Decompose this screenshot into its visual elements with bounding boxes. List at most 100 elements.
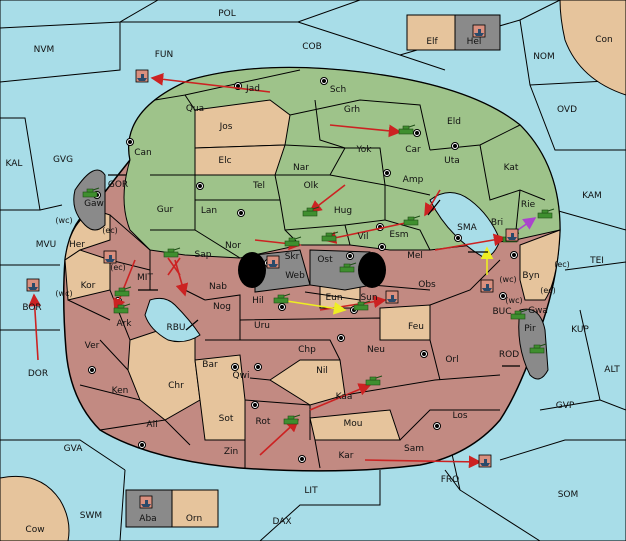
fleet-unit-icon[interactable] xyxy=(103,250,117,264)
fleet-unit-icon[interactable] xyxy=(385,290,399,304)
region-label-sap: Sap xyxy=(195,250,212,260)
fleet-unit-icon[interactable] xyxy=(505,228,519,242)
army-unit-icon[interactable] xyxy=(537,208,555,219)
supply-center-dot xyxy=(322,79,326,83)
supply-center-dot xyxy=(280,305,284,309)
fleet-unit-icon[interactable] xyxy=(472,24,486,38)
coast-marker: (ec) xyxy=(554,260,570,269)
region-label-rot: Rot xyxy=(256,417,271,427)
region-label-uta: Uta xyxy=(444,156,460,166)
region-label-los: Los xyxy=(452,411,467,421)
army-unit-icon[interactable] xyxy=(82,187,100,198)
region-label-cob: COB xyxy=(302,42,322,52)
fleet-unit-icon[interactable] xyxy=(135,69,149,83)
supply-center-dot xyxy=(348,254,352,258)
island-con xyxy=(559,0,626,96)
supply-center-dot xyxy=(256,365,260,369)
army-unit-icon[interactable] xyxy=(510,309,528,320)
region-label-gaw: Gaw xyxy=(84,199,104,209)
fleet-unit-icon[interactable] xyxy=(26,278,40,292)
supply-center-dot xyxy=(501,294,505,298)
region-label-nvm: NVM xyxy=(34,45,55,55)
region-label-elc: Elc xyxy=(218,156,231,166)
region-label-her: Her xyxy=(69,240,85,250)
region-label-hug: Hug xyxy=(334,206,352,216)
fleet-unit-icon[interactable] xyxy=(266,255,280,269)
army-unit-icon[interactable] xyxy=(365,375,383,386)
supply-center-dot xyxy=(140,443,144,447)
region-label-eld: Eld xyxy=(447,117,461,127)
army-unit-icon[interactable] xyxy=(398,124,416,135)
region-label-mvu: MVU xyxy=(36,240,57,250)
region-label-alt: ALT xyxy=(604,365,620,375)
supply-center-dot xyxy=(435,424,439,428)
region-label-gva: GVA xyxy=(64,444,84,454)
region-label-hel: Hel xyxy=(467,37,482,47)
region-label-yok: Yok xyxy=(355,145,372,155)
region-label-olk: Olk xyxy=(304,181,320,191)
region-label-pir: Pir xyxy=(524,324,536,334)
region-label-chp: Chp xyxy=(298,345,316,355)
region-label-elf: Elf xyxy=(426,37,438,47)
region-label-swm: SWM xyxy=(80,511,102,521)
supply-center-dot xyxy=(90,368,94,372)
supply-center-dot xyxy=(380,245,384,249)
coast-marker: (wc) xyxy=(505,296,522,305)
army-unit-icon[interactable] xyxy=(353,300,371,311)
coast-marker: (wc) xyxy=(499,275,516,284)
fleet-unit-icon[interactable] xyxy=(139,495,153,509)
region-label-kaa: Kaa xyxy=(336,392,353,402)
fleet-unit-icon[interactable] xyxy=(478,454,492,468)
coast-marker: (ec) xyxy=(102,226,118,235)
region-label-eun: Eun xyxy=(325,293,342,303)
army-unit-icon[interactable] xyxy=(114,286,132,297)
coast-marker: (ec) xyxy=(110,263,126,272)
army-unit-icon[interactable] xyxy=(529,343,547,354)
region-label-obs: Obs xyxy=(418,280,436,290)
army-unit-icon[interactable] xyxy=(283,414,301,425)
island-cow xyxy=(0,475,70,541)
supply-center-dot xyxy=(253,403,257,407)
region-label-tel: Tel xyxy=(252,181,265,191)
region-label-lan: Lan xyxy=(201,206,217,216)
region-label-orl: Orl xyxy=(445,355,458,365)
army-unit-icon[interactable] xyxy=(284,236,302,247)
region-label-fun: FUN xyxy=(155,50,174,60)
region-label-qua: Qua xyxy=(186,104,204,114)
region-label-kam: KAM xyxy=(582,191,602,201)
army-unit-icon[interactable] xyxy=(339,262,357,273)
region-label-ost: Ost xyxy=(317,255,333,265)
strait-west xyxy=(238,252,266,288)
region-label-ovd: OVD xyxy=(557,105,577,115)
army-unit-icon[interactable] xyxy=(302,206,320,217)
region-label-gwa: Gwa xyxy=(528,306,548,316)
supply-center-dot xyxy=(339,336,343,340)
region-label-nab: Nab xyxy=(209,282,227,292)
supply-center-dot xyxy=(236,84,240,88)
region-label-kar: Kar xyxy=(339,451,354,461)
army-unit-icon[interactable] xyxy=(163,247,181,258)
region-label-pol: POL xyxy=(218,9,236,19)
region-label-sam: Sam xyxy=(404,444,424,454)
region-label-uru: Uru xyxy=(254,321,270,331)
region-label-jad: Jad xyxy=(245,84,260,94)
region-label-dor: DOR xyxy=(28,369,48,379)
fleet-unit-icon[interactable] xyxy=(480,279,494,293)
region-label-web: Web xyxy=(285,271,305,281)
region-label-ken: Ken xyxy=(112,386,129,396)
region-label-aba: Aba xyxy=(139,514,156,524)
region-label-skr: Skr xyxy=(285,252,300,262)
army-unit-icon[interactable] xyxy=(113,303,131,314)
region-label-sun: Sun xyxy=(360,293,377,303)
unit-layer xyxy=(26,24,555,509)
region-label-ail: Ail xyxy=(146,420,157,430)
region-label-cow: Cow xyxy=(25,525,44,535)
army-unit-icon[interactable] xyxy=(321,231,339,242)
region-label-jos: Jos xyxy=(219,122,233,132)
army-unit-icon[interactable] xyxy=(273,293,291,304)
strait-east xyxy=(358,252,386,288)
region-label-grh: Grh xyxy=(344,105,360,115)
army-unit-icon[interactable] xyxy=(403,215,421,226)
supply-center-dot xyxy=(128,140,132,144)
